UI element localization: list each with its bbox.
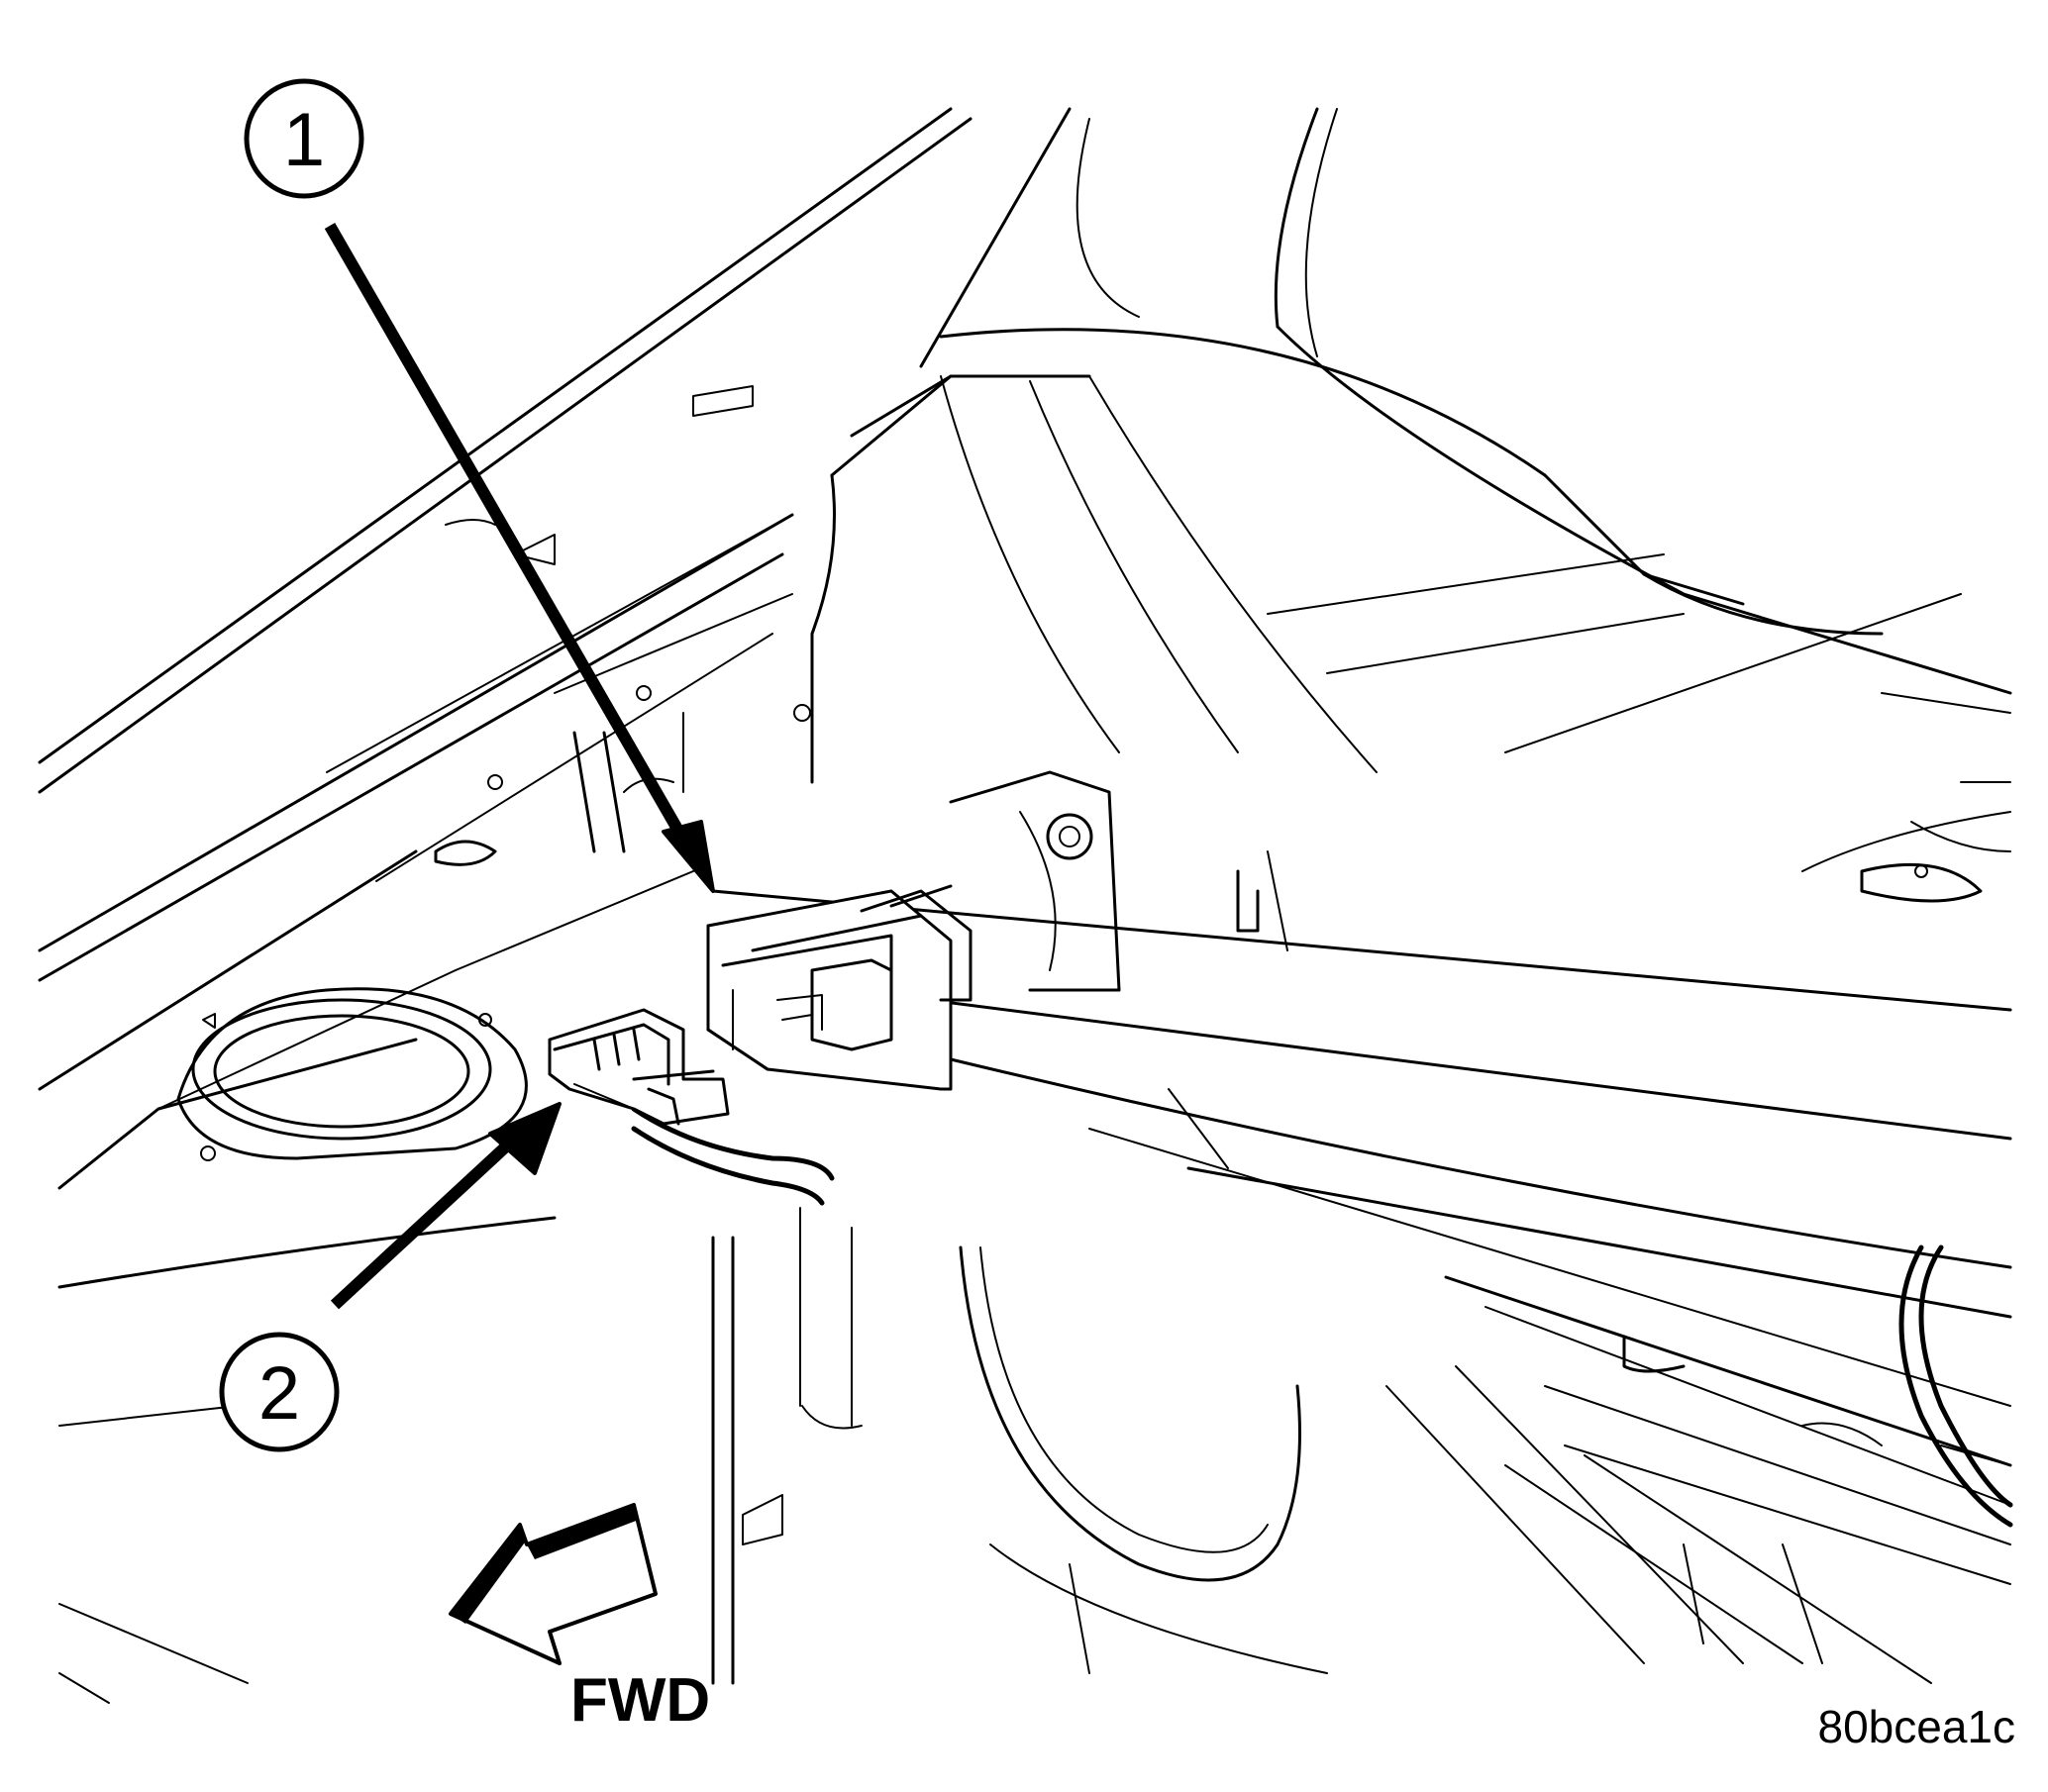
- callout-1: 1: [244, 78, 364, 199]
- forward-arrow-icon: [449, 1503, 658, 1665]
- callout-2-leader: [330, 1102, 562, 1310]
- figure-code: 80bcea1c: [1818, 1701, 2016, 1752]
- module-component: [706, 884, 973, 1091]
- vehicle-body-lineart: [38, 107, 2013, 1704]
- callout-1-number: 1: [283, 98, 325, 182]
- callout-2-number: 2: [258, 1351, 300, 1436]
- harness-connector: [548, 1008, 730, 1126]
- callout-1-leader: [324, 223, 715, 893]
- callout-2: 2: [219, 1332, 340, 1452]
- direction-label: FWD: [570, 1666, 710, 1735]
